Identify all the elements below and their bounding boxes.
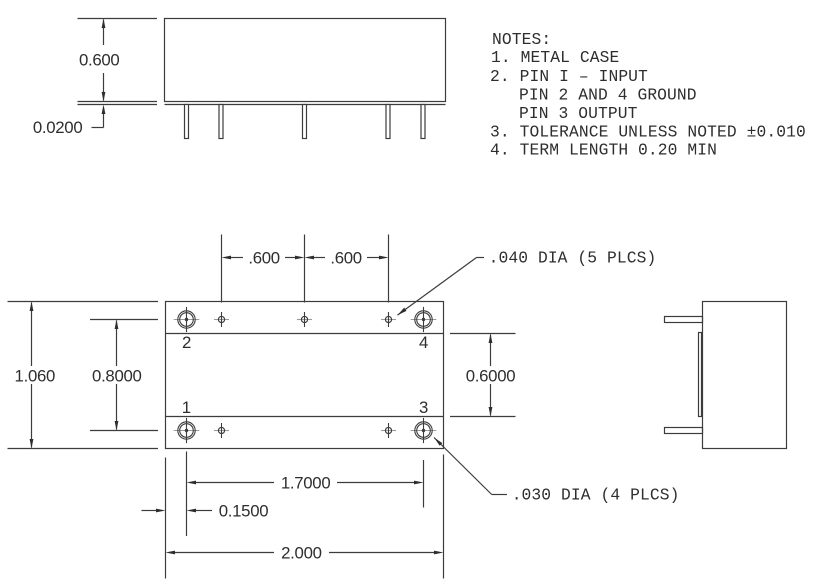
- svg-text:4. TERM LENGTH 0.20 MIN: 4. TERM LENGTH 0.20 MIN: [490, 141, 717, 160]
- svg-text:NOTES:: NOTES:: [492, 30, 551, 49]
- svg-text:1.060: 1.060: [15, 366, 56, 385]
- svg-text:.600: .600: [248, 249, 279, 268]
- svg-text:3: 3: [419, 398, 428, 417]
- svg-text:2. PIN I – INPUT: 2. PIN I – INPUT: [490, 67, 648, 86]
- svg-text:.030 DIA (4 PLCS): .030 DIA (4 PLCS): [512, 486, 680, 505]
- svg-text:3. TOLERANCE UNLESS NOTED ±0.0: 3. TOLERANCE UNLESS NOTED ±0.010: [490, 123, 806, 142]
- svg-text:0.0200: 0.0200: [33, 118, 83, 137]
- svg-text:.040 DIA (5 PLCS): .040 DIA (5 PLCS): [489, 249, 657, 268]
- svg-text:PIN 2 AND 4 GROUND: PIN 2 AND 4 GROUND: [519, 86, 697, 105]
- svg-text:1.7000: 1.7000: [281, 474, 331, 493]
- svg-text:1. METAL CASE: 1. METAL CASE: [491, 48, 619, 67]
- svg-text:2.000: 2.000: [281, 544, 322, 563]
- svg-text:4: 4: [419, 333, 428, 352]
- svg-text:PIN 3 OUTPUT: PIN 3 OUTPUT: [519, 104, 638, 123]
- svg-text:0.8000: 0.8000: [92, 366, 142, 385]
- svg-text:1: 1: [182, 398, 191, 417]
- svg-text:0.6000: 0.6000: [466, 366, 516, 385]
- svg-text:0.1500: 0.1500: [219, 502, 269, 521]
- svg-text:.600: .600: [330, 249, 361, 268]
- svg-text:0.600: 0.600: [79, 51, 120, 70]
- svg-text:2: 2: [182, 333, 191, 352]
